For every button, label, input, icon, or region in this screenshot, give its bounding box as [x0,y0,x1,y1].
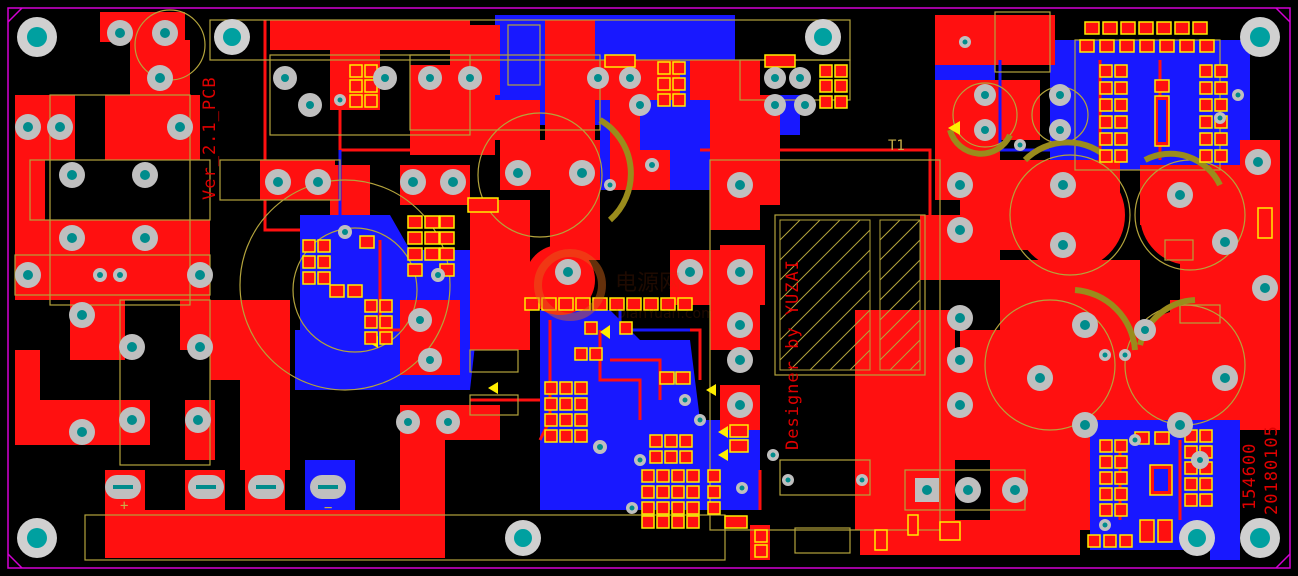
capacitor-polarity-arcs [598,117,1223,351]
corner-marks [7,7,1291,569]
terminal-minus-label: − [324,500,332,516]
mounting-holes [17,17,1280,558]
version-label: Ver_2.1_PCB [200,76,220,200]
date-code-label: 20180105 [1262,425,1282,515]
terminal-pads: + − [105,475,346,516]
transformer-core-hatch [779,219,921,371]
board-outline [7,7,1291,569]
transformer-ref-label: T1 [888,138,905,154]
serial-number-label: 154600 [1240,443,1260,510]
watermark-url-text: DianYuan.com [615,306,715,322]
tht-pads [15,20,1278,503]
designer-label: Designer by YUZAI [783,259,803,450]
vias [93,36,1244,531]
pad-centers [1154,100,1168,491]
terminal-plus-label: + [120,498,128,514]
watermark-cn-text: 电源网 [615,271,681,296]
watermark-logo: 电源网 DianYuan.com [534,249,715,322]
